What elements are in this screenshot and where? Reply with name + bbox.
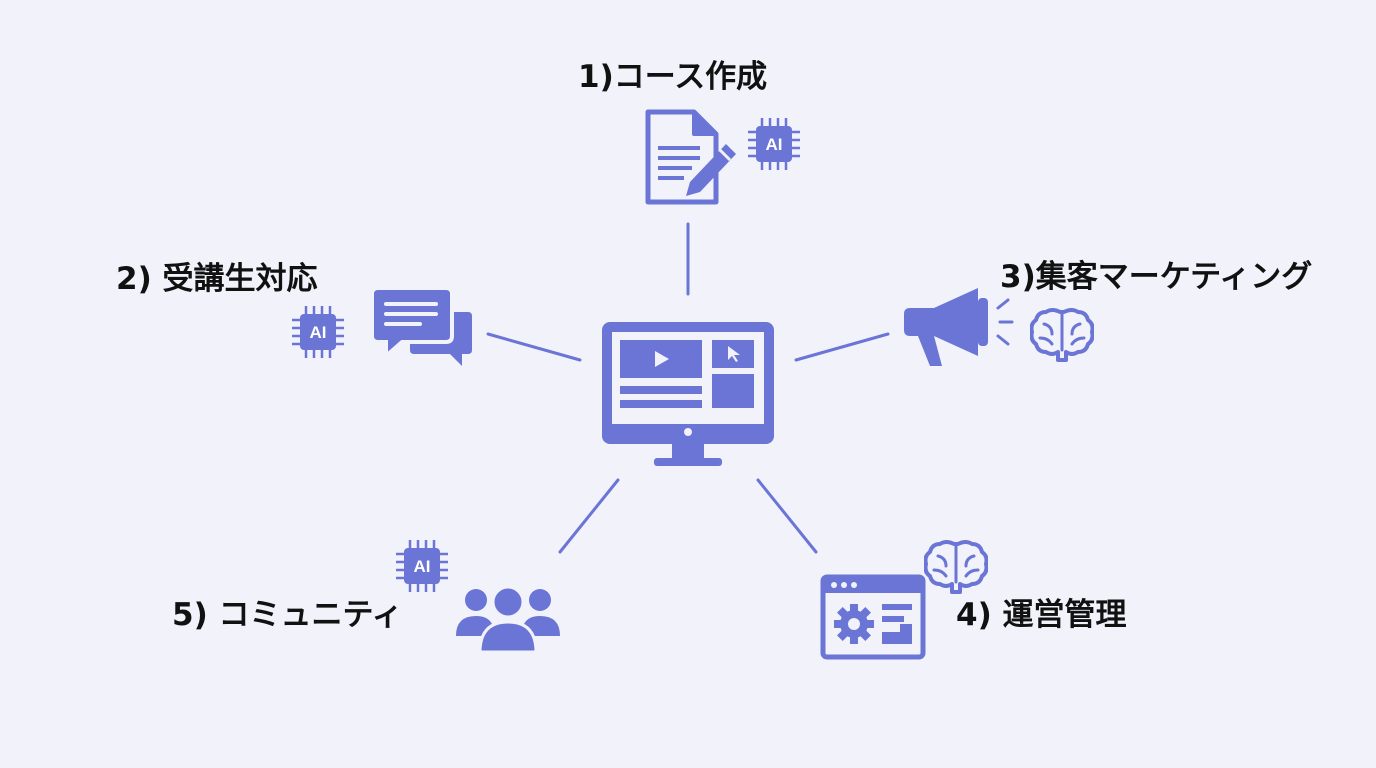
ai-chip-icon: AI xyxy=(396,540,448,592)
node-label-community: 5) コミュニティ xyxy=(172,597,403,633)
ai-badge-text: AI xyxy=(766,135,783,154)
node-label-course: 1)コース作成 xyxy=(578,59,768,95)
document-pencil-icon xyxy=(645,109,736,205)
connector-community xyxy=(558,478,620,554)
node-label-student: 2) 受講生対応 xyxy=(116,261,318,297)
node-label-marketing: 3)集客マーケティング xyxy=(1000,259,1313,295)
brain-icon xyxy=(1030,308,1094,362)
people-group-icon xyxy=(456,585,560,654)
ai-badge-text: AI xyxy=(414,557,431,576)
monitor-video-icon xyxy=(602,322,774,466)
node-label-operations: 4) 運営管理 xyxy=(956,597,1127,633)
ai-badge-text: AI xyxy=(310,323,327,342)
connector-student xyxy=(486,332,582,362)
brain-icon xyxy=(924,540,988,594)
settings-window-icon xyxy=(820,574,926,660)
ai-chip-icon: AI xyxy=(748,118,800,170)
ai-chip-icon: AI xyxy=(292,306,344,358)
chat-bubbles-icon xyxy=(372,286,472,366)
megaphone-icon xyxy=(904,288,1014,366)
connector-marketing xyxy=(794,332,890,362)
connector-operations xyxy=(756,478,818,554)
